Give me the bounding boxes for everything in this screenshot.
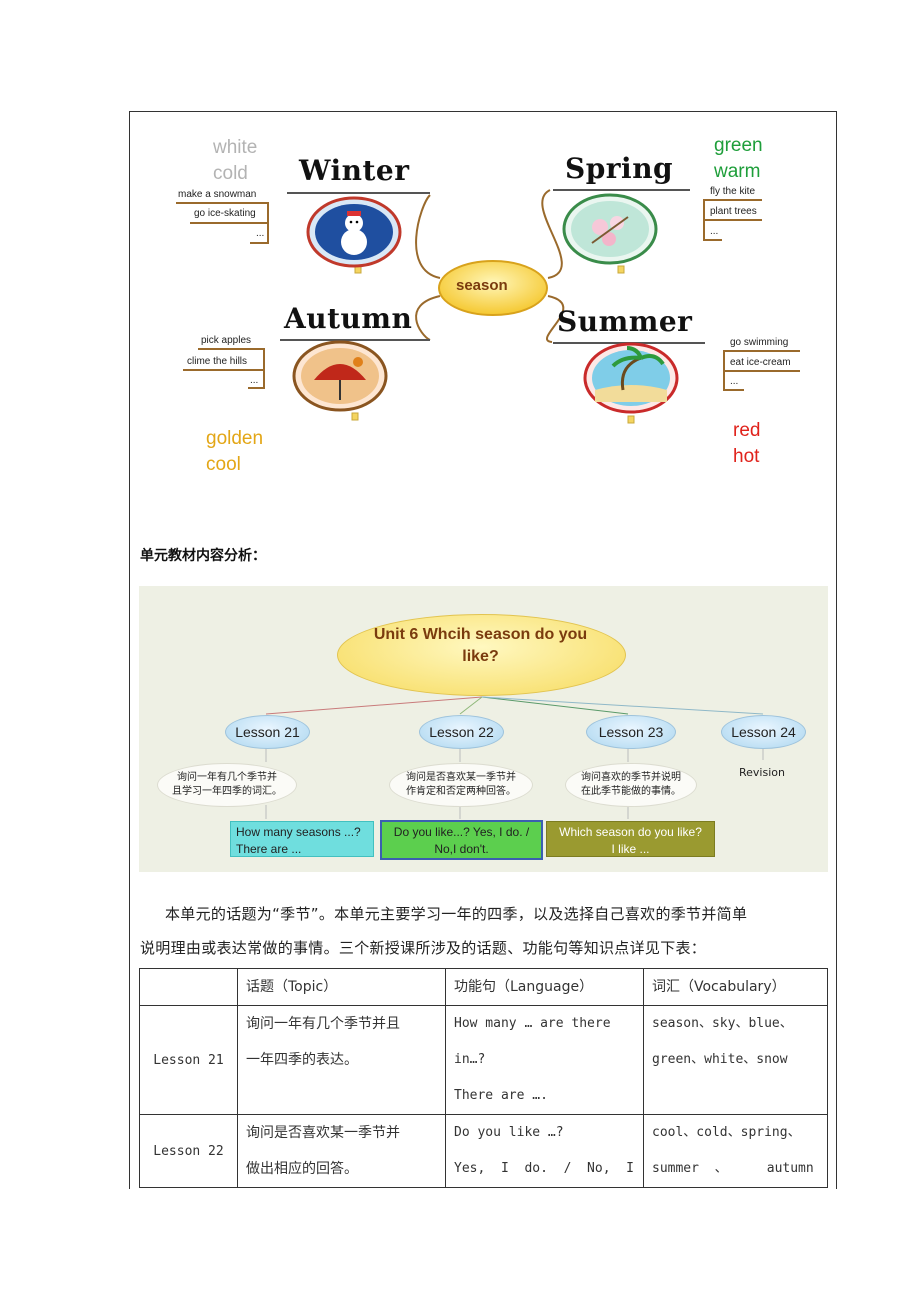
table-row: Lesson 22 询问是否喜欢某一季节并 做出相应的回答。 Do you li… [139,1114,828,1188]
lesson-23-language-line-2: I like ... [611,842,650,856]
winter-activity-2: go ice-skating [194,208,256,219]
intro-paragraph-line-1: 本单元的话题为“季节”。本单元主要学习一年的四季，以及选择自己喜欢的季节并简单 [165,905,748,923]
vocabulary-line-1: season、sky、blue、 [652,1016,793,1031]
season-mind-map: season Winter white cold make a snowman … [0,0,920,500]
topic-line-1: 询问是否喜欢某一季节并 [246,1125,400,1141]
table-row: Lesson 21 询问一年有几个季节并且 一年四季的表达。 How many … [139,1005,828,1115]
autumn-words: golden cool [206,426,263,478]
unit-title-node [337,614,626,696]
autumn-word-1: golden [206,428,264,449]
language-cell: How many … are there in…? There are …. [445,1005,644,1115]
season-center-node [438,260,548,316]
table-header-language: 功能句（Language） [445,968,644,1006]
topic-line-2: 一年四季的表达。 [246,1052,358,1068]
vocabulary-line-1: cool、cold、spring、 [652,1125,801,1140]
lesson-21-language-line-2: There are ... [236,842,302,856]
snowman-picture-icon [306,196,402,268]
lesson-23-node: Lesson 23 [586,715,676,749]
winter-title: Winter [299,154,410,187]
topic-line-2: 做出相应的回答。 [246,1161,358,1177]
lesson-21-desc-line-1: 询问一年有几个季节并 [177,772,277,783]
lesson-22-desc-line-1: 询问是否喜欢某一季节并 [406,772,516,783]
spring-word-1: green [714,135,763,156]
winter-word-1: white [213,137,258,158]
lesson-22-language-line-1: Do you like...? Yes, I do. / [393,825,530,839]
lesson-22-desc-line-2: 作肯定和否定两种回答。 [406,786,516,797]
unit-content-map: Unit 6 Whcih season do you like? Lesson … [139,586,828,872]
autumn-activity-1: pick apples [201,335,252,346]
summer-title: Summer [557,305,693,338]
spring-word-2: warm [714,161,761,182]
lesson-22-desc: 询问是否喜欢某一季节并作肯定和否定两种回答。 [389,763,533,807]
lesson-21-language: How many seasons ...? There are ... [230,821,374,857]
summer-words: red hot [733,418,760,470]
autumn-word-2: cool [206,454,241,475]
spring-activity-1: fly the kite [710,186,756,197]
knowledge-table: 话题（Topic） 功能句（Language） 词汇（Vocabulary） L… [139,968,828,1188]
vocabulary-cell: season、sky、blue、 green、white、snow [643,1005,828,1115]
intro-paragraph-line-2: 说明理由或表达常做的事情。三个新授课所涉及的话题、功能句等知识点详见下表： [140,939,707,957]
lesson-24-desc: Revision [739,766,785,779]
topic-line-1: 询问一年有几个季节并且 [246,1016,400,1032]
page-frame [129,111,837,1189]
table-header-topic: 话题（Topic） [237,968,446,1006]
spring-words: green warm [714,133,763,185]
vocabulary-cell: cool、cold、spring、 summer 、 autumn [643,1114,828,1188]
table-header-vocabulary: 词汇（Vocabulary） [643,968,828,1006]
language-line-1: Do you like …? [454,1125,564,1140]
lesson-23-desc: 询问喜欢的季节并说明在此季节能做的事情。 [565,763,697,807]
spring-activity-3: ... [710,226,719,237]
beach-picture-icon [583,342,679,414]
unit-title-line-1: Unit 6 Whcih season do you [373,626,588,643]
lesson-23-desc-line-1: 询问喜欢的季节并说明 [581,772,681,783]
summer-word-2: hot [733,446,760,467]
lesson-21-desc-line-2: 且学习一年四季的词汇。 [172,786,282,797]
center-label: season [456,277,508,294]
language-line-1: How many … are there [454,1016,611,1031]
table-header-blank [139,968,238,1006]
summer-activity-3: ... [730,376,739,387]
spring-activity-2: plant trees [710,206,757,217]
language-line-2: Yes, I do. / No, I [454,1161,635,1176]
lesson-21-node: Lesson 21 [225,715,310,749]
topic-cell: 询问一年有几个季节并且 一年四季的表达。 [237,1005,446,1115]
lesson-22-node: Lesson 22 [419,715,504,749]
autumn-activity-3: ... [250,375,259,386]
unit-title-line-2: like? [462,648,499,665]
lesson-cell: Lesson 22 [139,1114,238,1188]
language-line-3: There are …. [454,1088,548,1103]
summer-word-1: red [733,420,761,441]
autumn-activity-2: clime the hills [187,356,248,367]
language-cell: Do you like …? Yes, I do. / No, I [445,1114,644,1188]
winter-activity-3: ... [256,228,265,239]
summer-activity-1: go swimming [730,337,789,348]
lesson-22-language-line-2: No,I don't. [434,842,489,856]
vocabulary-line-2: summer 、 autumn [652,1161,814,1176]
lesson-24-node: Lesson 24 [721,715,806,749]
unit-map-connectors [265,696,764,819]
lesson-23-language: Which season do you like? I like ... [546,821,715,857]
winter-words: white cold [213,135,257,187]
topic-cell: 询问是否喜欢某一季节并 做出相应的回答。 [237,1114,446,1188]
language-line-2: in…? [454,1052,486,1067]
lesson-22-language: Do you like...? Yes, I do. / No,I don't. [380,820,543,860]
autumn-title: Autumn [284,302,413,335]
vocabulary-line-2: green、white、snow [652,1052,788,1067]
spring-title: Spring [565,152,674,185]
section-heading: 单元教材内容分析： [140,548,266,564]
lesson-21-desc: 询问一年有几个季节并且学习一年四季的词汇。 [157,763,297,807]
winter-word-2: cold [213,163,248,184]
winter-activity-1: make a snowman [178,189,257,200]
umbrella-picture-icon [292,340,388,412]
lesson-23-desc-line-2: 在此季节能做的事情。 [581,786,681,797]
summer-activity-2: eat ice-cream [730,357,791,368]
unit-title: Unit 6 Whcih season do you like? [337,624,624,668]
mind-map-connectors [176,189,800,424]
lesson-23-language-line-1: Which season do you like? [559,825,702,839]
lesson-cell: Lesson 21 [139,1005,238,1115]
table-header-row: 话题（Topic） 功能句（Language） 词汇（Vocabulary） [139,968,828,1006]
blossom-picture-icon [562,193,658,265]
lesson-21-language-line-1: How many seasons ...? [236,825,361,839]
